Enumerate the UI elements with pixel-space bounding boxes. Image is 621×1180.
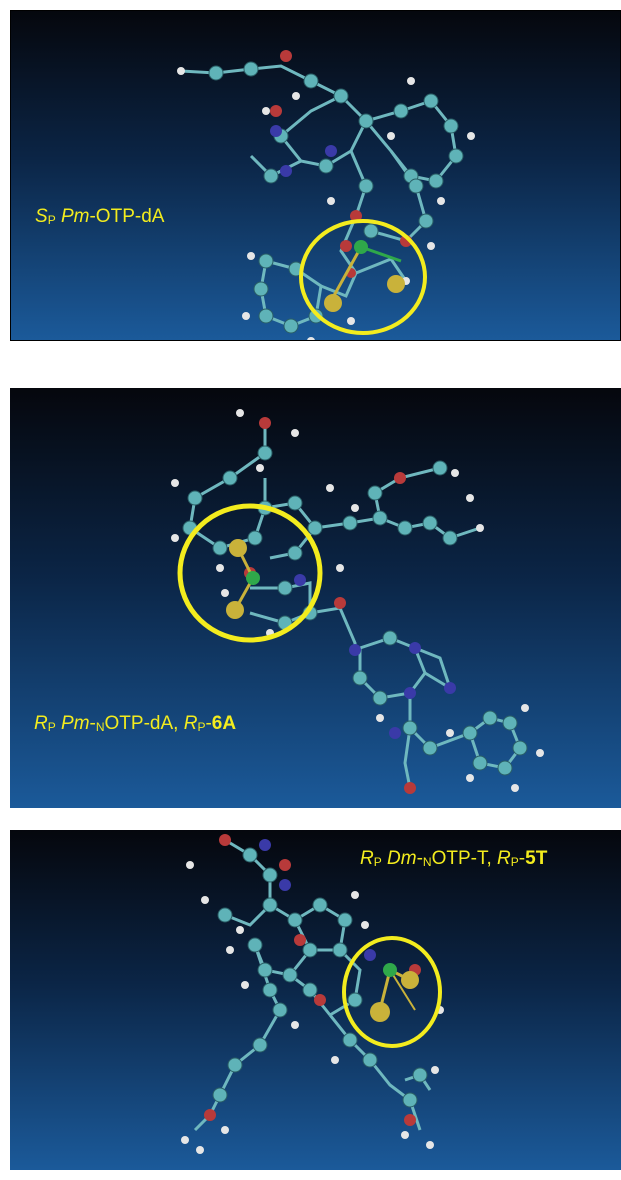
phosphorus-sulfur-center — [226, 539, 260, 619]
molecule-label: RP Dm-NOTP-T, RP-5T — [360, 848, 548, 869]
oxygen-atoms — [244, 417, 416, 794]
highlight-circle — [342, 936, 442, 1048]
nitrogen-atoms — [259, 839, 376, 961]
molecule-render-rp-pm-notp-da — [171, 409, 544, 794]
nitrogen-atoms — [294, 574, 456, 739]
molecule-panel-1: SP Pm-OTP-dA — [10, 10, 621, 341]
hydrogen-atoms — [181, 861, 444, 1154]
nitrogen-atoms — [270, 125, 337, 177]
highlight-circle — [177, 503, 323, 643]
carbon-atoms — [182, 445, 528, 776]
highlight-circle — [299, 219, 427, 335]
oxygen-atoms — [270, 50, 412, 278]
molecule-render-rp-dm-notp-t — [181, 834, 444, 1154]
molecule-label: SP Pm-OTP-dA — [35, 206, 165, 227]
phosphorus-sulfur-center — [370, 963, 419, 1022]
phosphorus-sulfur-center — [324, 240, 405, 312]
molecule-panel-3: RP Dm-NOTP-T, RP-5T — [10, 830, 621, 1170]
molecule-label: RP Pm-NOTP-dA, RP-6A — [34, 713, 237, 734]
molecule-render-sp-pm-otp-da — [177, 50, 475, 340]
hydrogen-atoms — [171, 409, 544, 792]
molecule-panel-2: RP Pm-NOTP-dA, RP-6A — [10, 388, 621, 808]
carbon-atoms — [212, 847, 428, 1108]
